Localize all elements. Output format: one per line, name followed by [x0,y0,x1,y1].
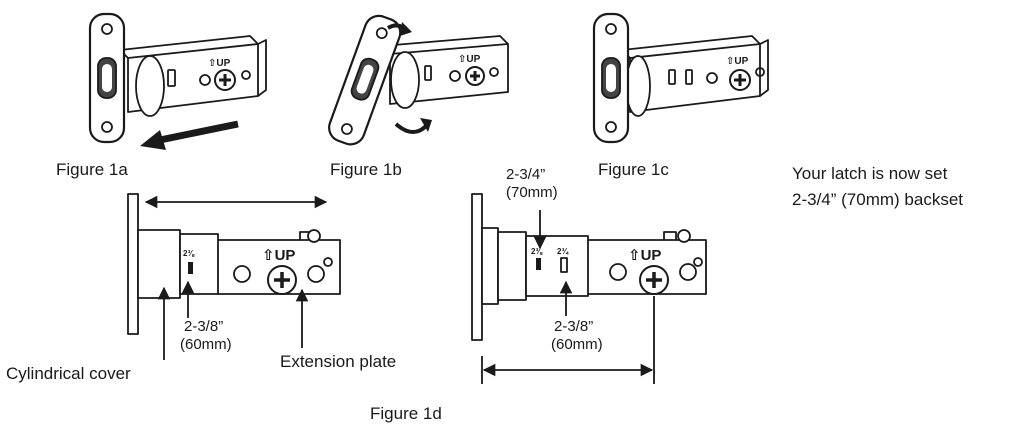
figure-1d-caption: Figure 1d [370,404,442,423]
up-mark-1d-left: ⇧UP [262,247,295,264]
latch-figure-1d-right [471,193,707,384]
cylindrical-cover-label: Cylindrical cover [6,364,131,383]
latch-figure-1a [88,12,267,150]
backset-note-line-2: 2-3/4” (70mm) backset [792,190,963,209]
mark-70-right: 2¾ [557,247,569,256]
latch-figure-1d-left [127,193,341,360]
right-dim-label-a: 2-3/8” [554,318,594,335]
latch-figure-1b [328,14,509,146]
left-dim-label-a: 2-3/8” [184,318,224,335]
latch-figure-1c [592,12,769,144]
extension-plate-label: Extension plate [280,352,397,371]
up-mark-1d-right: ⇧UP [628,247,661,264]
up-mark-1a: ⇧UP [208,58,231,69]
mark-60-right: 2⅜ [531,247,543,256]
mark-60-left: 2⅜ [183,249,195,258]
figure-1c-caption: Figure 1c [598,160,669,179]
left-dim-label-b: (60mm) [180,336,232,353]
figure-1a-caption: Figure 1a [56,160,128,179]
up-mark-1b: ⇧UP [458,54,481,65]
right-top-dim-label-b: (70mm) [506,184,558,201]
figure-1b-caption: Figure 1b [330,160,402,179]
right-dim-label-b: (60mm) [551,336,603,353]
backset-note-line-1: Your latch is now set [792,164,948,183]
right-top-dim-label-a: 2-3/4” [506,166,546,183]
up-mark-1c: ⇧UP [726,56,749,67]
